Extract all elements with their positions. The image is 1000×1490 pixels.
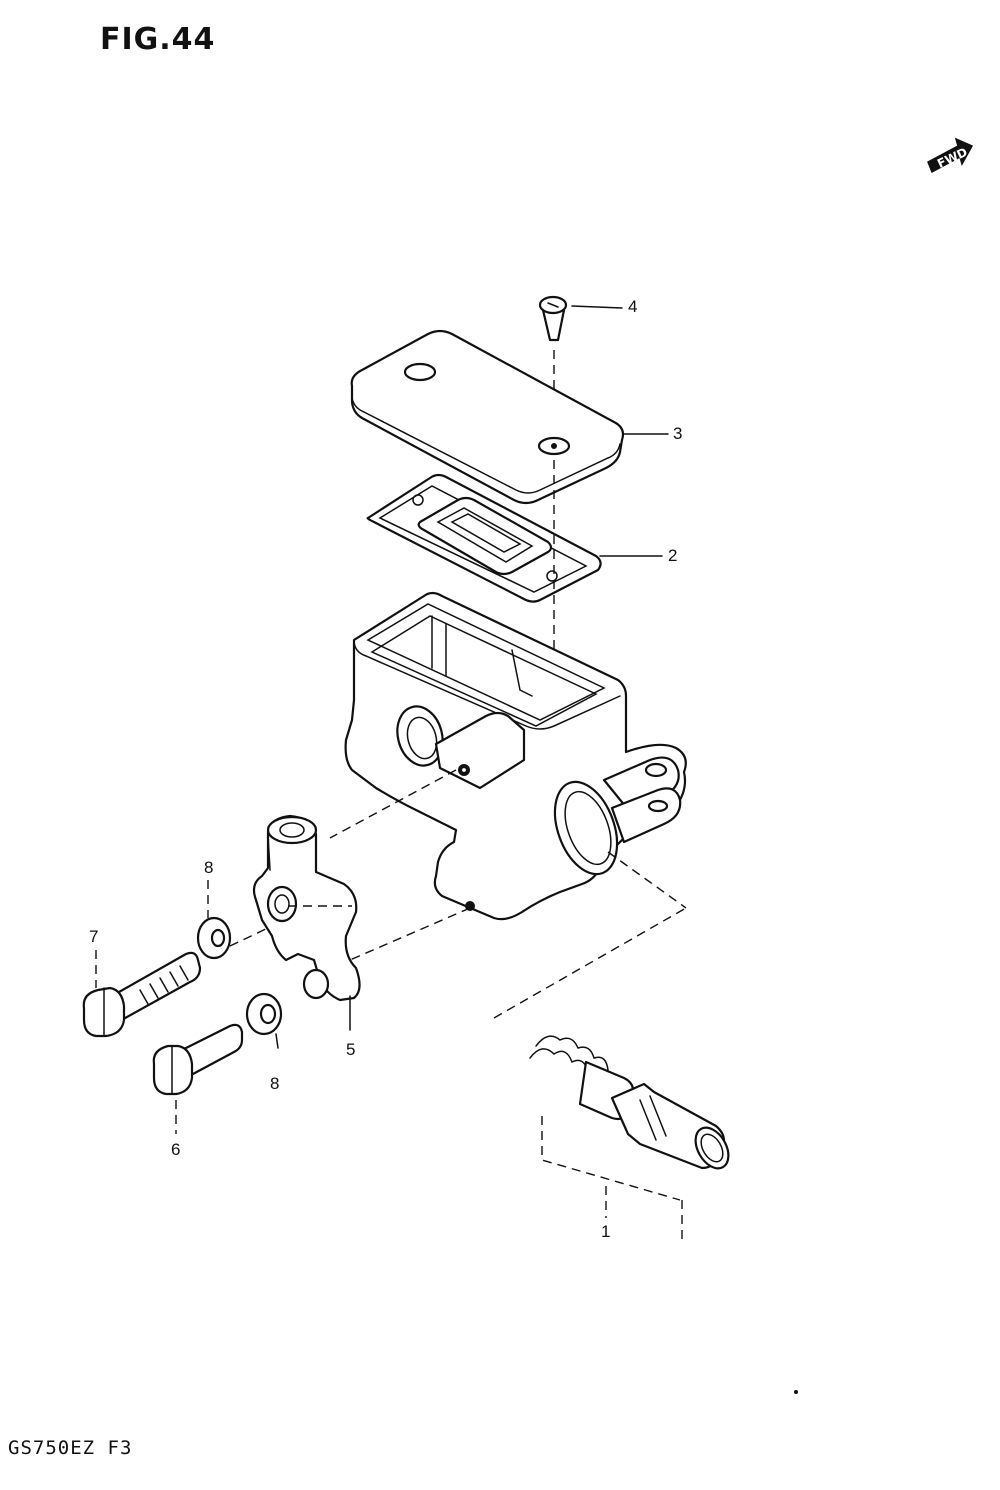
callout-part-3: 3 — [673, 424, 683, 443]
callout-part-2: 2 — [668, 546, 678, 565]
figure-title: FIG.44 — [100, 22, 216, 57]
callout-part-6: 6 — [171, 1140, 181, 1159]
model-code: GS750EZ F3 — [8, 1437, 133, 1459]
leader-lines — [571, 305, 669, 557]
long-bolt — [82, 950, 202, 1038]
washer-upper — [196, 880, 232, 960]
callout-part-4: 4 — [628, 297, 638, 316]
callout-part-8-lower: 8 — [270, 1074, 280, 1093]
lever-holder — [229, 814, 361, 1031]
print-speck — [794, 1390, 798, 1394]
master-cylinder-body — [329, 591, 687, 961]
reservoir-cap — [350, 329, 625, 505]
callout-part-8-upper: 8 — [204, 858, 214, 877]
diaphragm — [366, 460, 602, 700]
washer-lower — [245, 992, 283, 1049]
piston-set — [493, 851, 730, 1240]
callout-part-7: 7 — [89, 927, 99, 946]
short-bolt — [152, 1023, 244, 1134]
forward-arrow-icon: FWD — [927, 137, 974, 174]
callout-part-5: 5 — [346, 1040, 356, 1059]
callout-part-1: 1 — [601, 1222, 611, 1241]
